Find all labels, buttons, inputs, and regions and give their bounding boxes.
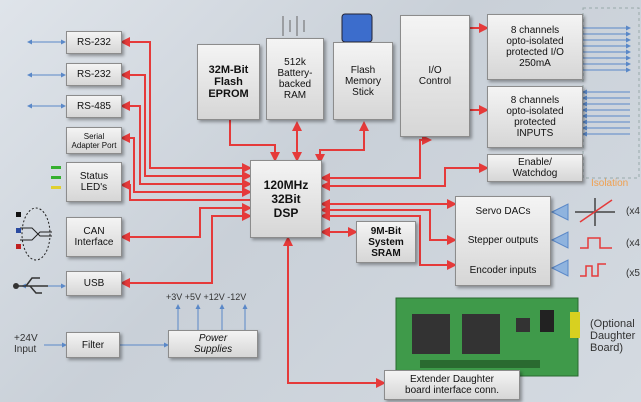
usb-port: USB <box>66 271 122 296</box>
rs232-port-1: RS-232 <box>66 31 122 54</box>
can-interface: CAN Interface <box>66 217 122 257</box>
rs485-port: RS-485 <box>66 95 122 118</box>
stepper-outputs-label: Stepper outputs <box>467 235 539 247</box>
status-leds: Status LED's <box>66 162 122 202</box>
io-control: I/O Control <box>400 15 470 137</box>
flash-memory-stick: Flash Memory Stick <box>333 42 393 120</box>
flash-eprom: 32M-Bit Flash EPROM <box>197 44 260 120</box>
voltage-rails-label: +3V +5V +12V -12V <box>166 292 247 302</box>
dsp-processor: 120MHz 32Bit DSP <box>250 160 322 238</box>
servo-count-label: (x4 <box>626 206 640 217</box>
rs232-port-2: RS-232 <box>66 63 122 86</box>
encoder-count-label: (x5 <box>626 268 640 279</box>
enable-watchdog: Enable/ Watchdog <box>487 154 583 182</box>
serial-adapter-port: Serial Adapter Port <box>66 127 122 154</box>
motion-interface: Servo DACs Stepper outputs Encoder input… <box>455 196 551 286</box>
opto-isolated-outputs: 8 channels opto-isolated protected I/O 2… <box>487 14 583 80</box>
optional-board-label: (Optional Daughter Board) <box>590 318 636 354</box>
isolation-label: Isolation <box>591 178 629 189</box>
battery-backed-ram: 512k Battery- backed RAM <box>266 38 324 120</box>
extender-connector: Extender Daughter board interface conn. <box>384 370 520 400</box>
power-supplies: Power Supplies <box>168 330 258 358</box>
stepper-count-label: (x4 <box>626 238 640 249</box>
opto-isolated-inputs: 8 channels opto-isolated protected INPUT… <box>487 86 583 148</box>
system-sram: 9M-Bit System SRAM <box>356 221 416 263</box>
encoder-inputs-label: Encoder inputs <box>469 264 537 276</box>
filter-block: Filter <box>66 332 120 358</box>
input-24v-label: +24V Input <box>14 333 38 355</box>
servo-dacs-label: Servo DACs <box>475 206 531 218</box>
